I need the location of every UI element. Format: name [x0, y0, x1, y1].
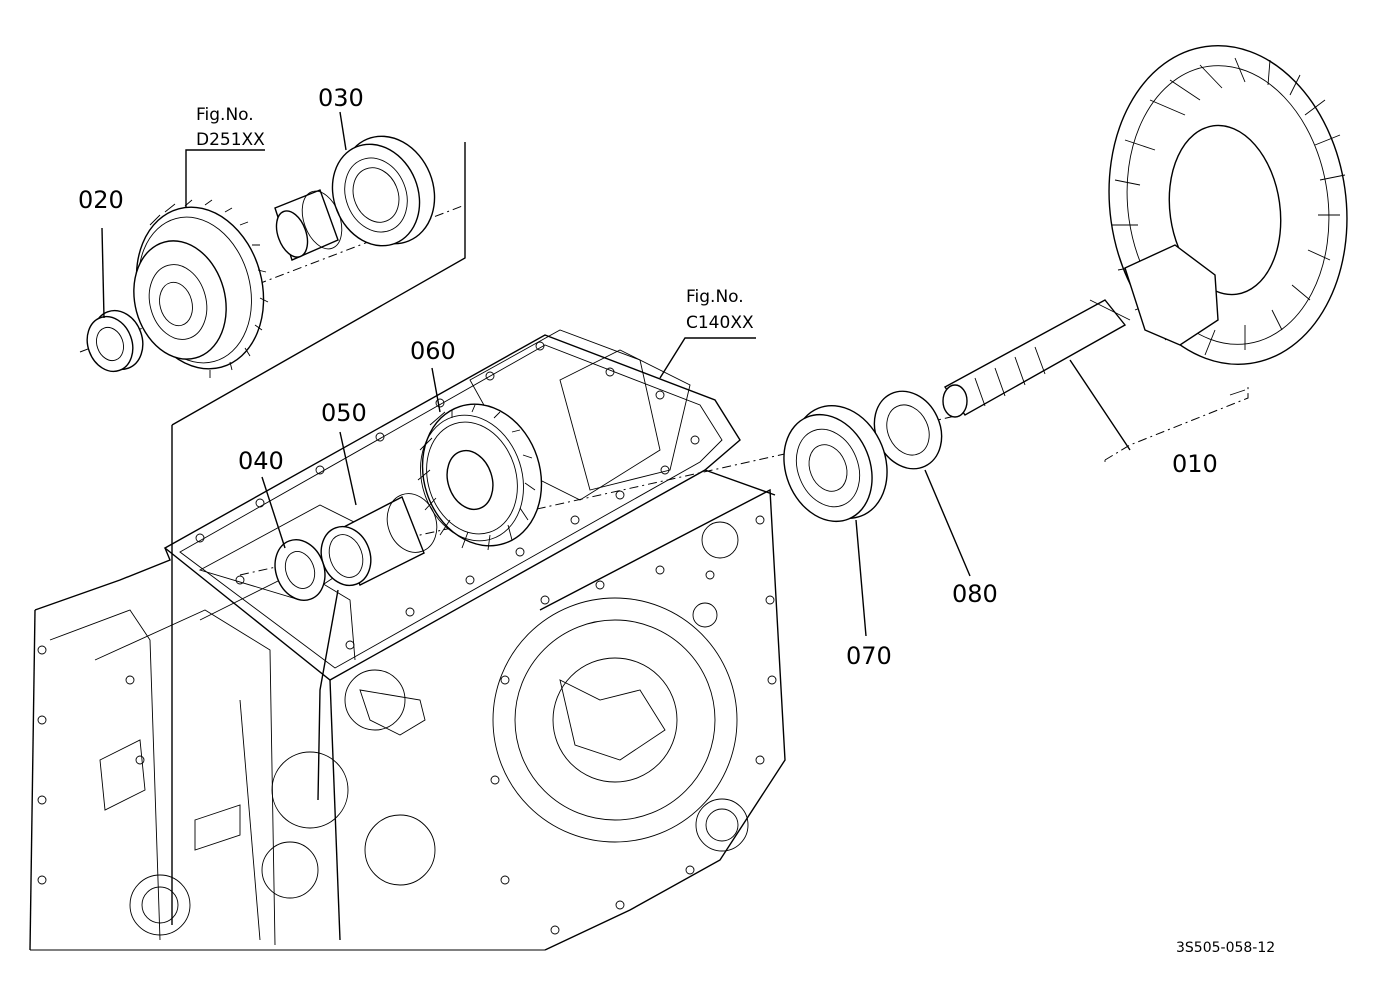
- part-060-gear: [417, 403, 543, 551]
- callout-060: 060: [410, 337, 456, 365]
- fig-ref-c140-line2: C140XX: [686, 313, 754, 333]
- drawing-code: 3S505-058-12: [1176, 940, 1275, 956]
- callout-leaders: [101, 111, 971, 637]
- callout-050: 050: [321, 399, 367, 427]
- fig-ref-d251-line2: D251XX: [196, 130, 265, 150]
- part-010-pinion-shaft-ring-gear: [942, 45, 1348, 418]
- callout-labels: 010 020 030 040 050 060 070 080: [78, 84, 1218, 670]
- fig-ref-c140-line1: Fig.No.: [686, 287, 744, 307]
- part-020-seal: [86, 309, 144, 373]
- callout-010: 010: [1172, 450, 1218, 478]
- figure-references: Fig.No. D251XX Fig.No. C140XX: [196, 105, 754, 333]
- part-040-washer: [274, 539, 326, 601]
- fig-ref-d251-line1: Fig.No.: [196, 105, 254, 125]
- callout-070: 070: [846, 642, 892, 670]
- part-070-bearing: [783, 404, 888, 523]
- part-050-collar: [320, 493, 438, 587]
- gear-assembly-d251xx: [133, 199, 269, 378]
- callout-020: 020: [78, 186, 124, 214]
- transmission-case: [29, 329, 786, 951]
- callout-040: 040: [238, 447, 284, 475]
- part-030-bearing: [274, 135, 436, 261]
- callout-030: 030: [318, 84, 364, 112]
- callout-080: 080: [952, 580, 998, 608]
